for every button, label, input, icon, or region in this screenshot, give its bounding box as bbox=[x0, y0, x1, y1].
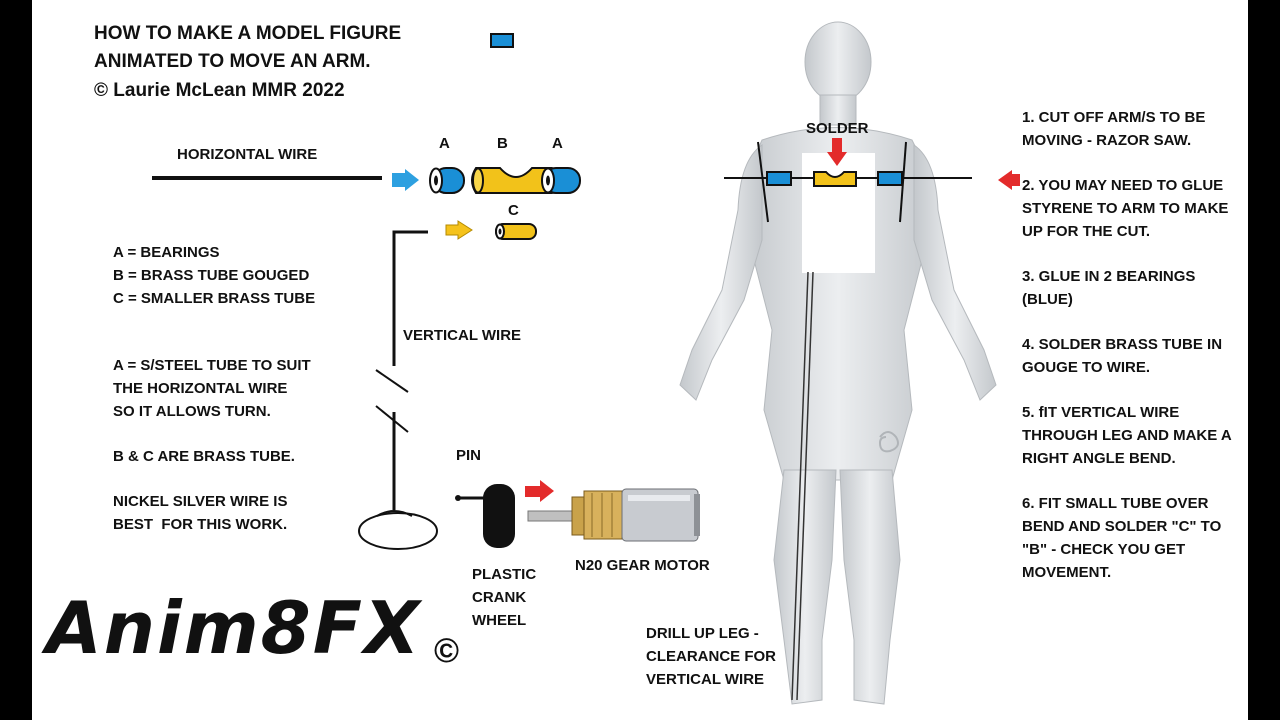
drill-label-3: VERTICAL WIRE bbox=[646, 671, 765, 688]
step-3-line-2: (BLUE) bbox=[1022, 291, 1073, 308]
diagram-canvas: HOW TO MAKE A MODEL FIGURE ANIMATED TO M… bbox=[32, 0, 1248, 720]
note-4: B & C ARE BRASS TUBE. bbox=[113, 448, 295, 465]
step-6-line-1: 6. FIT SMALL TUBE OVER bbox=[1022, 495, 1209, 512]
step-1-line-1: 1. CUT OFF ARM/S TO BE bbox=[1022, 109, 1206, 126]
copyright-mark: © bbox=[434, 632, 460, 670]
gear-motor-icon bbox=[527, 488, 700, 542]
vertical-wire-top bbox=[392, 230, 428, 366]
gold-arrow-icon bbox=[445, 220, 473, 240]
step-6-line-4: MOVEMENT. bbox=[1022, 564, 1112, 581]
arm-cut-left bbox=[757, 141, 769, 223]
solder-label: SOLDER bbox=[806, 120, 869, 137]
wire-red-arrow-icon bbox=[998, 170, 1020, 190]
horizontal-wire-label: HORIZONTAL WIRE bbox=[177, 146, 318, 163]
drill-label-1: DRILL UP LEG - bbox=[646, 625, 759, 642]
step-5-line-3: RIGHT ANGLE BEND. bbox=[1022, 450, 1176, 467]
part-a-right-label: A bbox=[552, 135, 563, 152]
bearing-swatch bbox=[490, 33, 514, 48]
bearing-right-on-figure bbox=[877, 171, 903, 186]
step-2-line-2: STYRENE TO ARM TO MAKE bbox=[1022, 200, 1229, 217]
brass-tube-c bbox=[495, 223, 537, 240]
crank-wheel-label-3: WHEEL bbox=[472, 612, 527, 629]
note-2: THE HORIZONTAL WIRE bbox=[113, 380, 288, 397]
part-a-left-label: A bbox=[439, 135, 450, 152]
brass-on-figure bbox=[813, 171, 857, 187]
step-2-line-3: UP FOR THE CUT. bbox=[1022, 223, 1151, 240]
step-5-line-1: 5. fIT VERTICAL WIRE bbox=[1022, 404, 1180, 421]
bearing-left-on-figure bbox=[766, 171, 792, 186]
note-1: A = S/STEEL TUBE TO SUIT bbox=[113, 357, 311, 374]
step-2-line-1: 2. YOU MAY NEED TO GLUE bbox=[1022, 177, 1224, 194]
human-figure bbox=[679, 21, 997, 705]
gear-motor-label: N20 GEAR MOTOR bbox=[575, 557, 710, 574]
back-cutout bbox=[802, 153, 875, 273]
foot-oval bbox=[358, 512, 438, 550]
step-3-line-1: 3. GLUE IN 2 BEARINGS bbox=[1022, 268, 1196, 285]
step-6-line-3: "B" - CHECK YOU GET bbox=[1022, 541, 1186, 558]
leg-wire-2 bbox=[796, 271, 814, 701]
crank-wheel-label-2: CRANK bbox=[472, 589, 527, 606]
crank-wheel-label-1: PLASTIC bbox=[472, 566, 537, 583]
note-6: BEST FOR THIS WORK. bbox=[113, 516, 288, 533]
blue-arrow-icon bbox=[392, 169, 419, 191]
break-mark-top bbox=[375, 369, 409, 393]
bearing-a-right bbox=[541, 167, 581, 194]
note-5: NICKEL SILVER WIRE IS bbox=[113, 493, 288, 510]
crank-wheel bbox=[483, 484, 515, 548]
drill-label-2: CLEARANCE FOR bbox=[646, 648, 776, 665]
pin-label: PIN bbox=[456, 447, 482, 464]
step-5-line-2: THROUGH LEG AND MAKE A bbox=[1022, 427, 1232, 444]
diagram-graphics bbox=[152, 21, 1020, 705]
vertical-wire-label: VERTICAL WIRE bbox=[403, 327, 522, 344]
legend-b: B = BRASS TUBE GOUGED bbox=[113, 267, 310, 284]
red-arrow-icon bbox=[525, 480, 554, 502]
step-1-line-2: MOVING - RAZOR SAW. bbox=[1022, 132, 1192, 149]
break-mark-bottom bbox=[375, 405, 409, 433]
leg-wire-1 bbox=[791, 271, 809, 701]
title-line-1: HOW TO MAKE A MODEL FIGURE bbox=[94, 23, 402, 44]
anim8fx-logo: Anim8FX bbox=[46, 586, 422, 670]
solder-arrow-icon bbox=[827, 138, 847, 166]
title-line-3: © Laurie McLean MMR 2022 bbox=[94, 80, 345, 101]
part-c-label: C bbox=[508, 202, 519, 219]
step-6-line-2: BEND AND SOLDER "C" TO bbox=[1022, 518, 1222, 535]
part-b-label: B bbox=[497, 135, 508, 152]
bearing-a-left bbox=[429, 167, 465, 194]
legend-a: A = BEARINGS bbox=[113, 244, 220, 261]
title-line-2: ANIMATED TO MOVE AN ARM. bbox=[94, 51, 371, 72]
step-4-line-2: GOUGE TO WIRE. bbox=[1022, 359, 1151, 376]
note-3: SO IT ALLOWS TURN. bbox=[113, 403, 271, 420]
legend-c: C = SMALLER BRASS TUBE bbox=[113, 290, 316, 307]
step-4-line-1: 4. SOLDER BRASS TUBE IN bbox=[1022, 336, 1223, 353]
